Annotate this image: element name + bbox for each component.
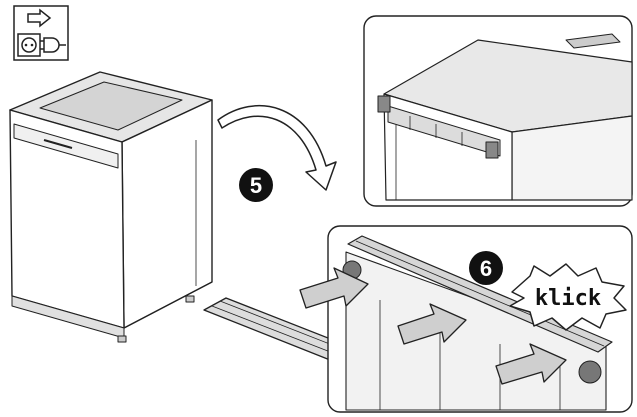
step-6-number: 6 xyxy=(480,256,492,281)
klick-label: klick xyxy=(535,286,601,311)
push-arrow-1 xyxy=(299,267,369,309)
step-5-badge: 5 xyxy=(239,168,273,202)
detail-panel-top xyxy=(363,15,633,207)
dishwasher-illustration xyxy=(9,71,213,343)
push-arrow-3 xyxy=(495,343,567,385)
klick-callout: klick xyxy=(509,263,627,331)
starburst-shape xyxy=(509,263,627,331)
disconnect-power-icon xyxy=(13,5,69,61)
push-arrow-icon xyxy=(299,267,567,385)
step-6-badge: 6 xyxy=(469,251,503,285)
curved-arrow-icon xyxy=(217,105,337,191)
step-5-number: 5 xyxy=(250,173,262,198)
push-arrow-2 xyxy=(397,303,467,345)
